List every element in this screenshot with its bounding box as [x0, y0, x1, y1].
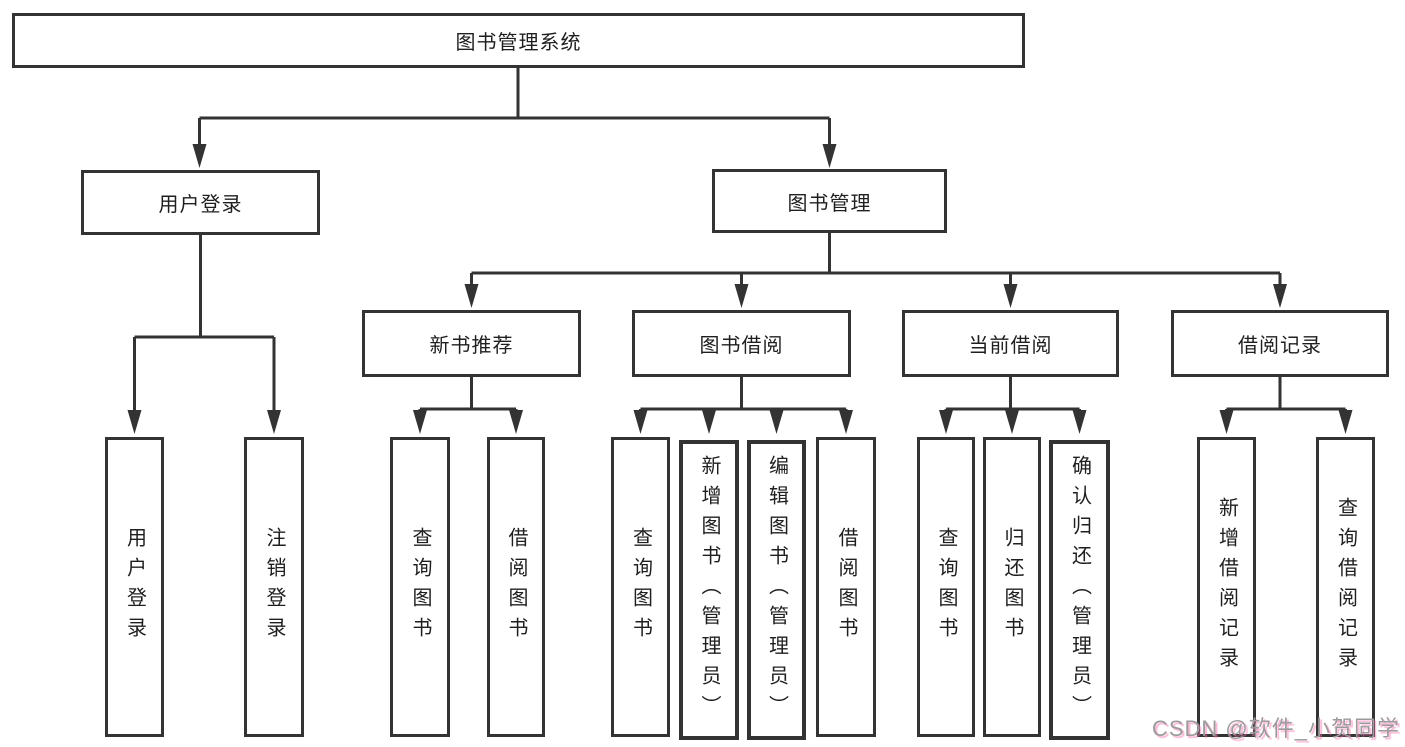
- leaf-confirm-return-admin: 确认归还（管理员）: [1049, 440, 1110, 740]
- leaf-return-books: 归还图书: [983, 437, 1041, 737]
- leaf-logout: 注销登录: [244, 437, 304, 737]
- node-borrowing-records: 借阅记录: [1171, 310, 1389, 377]
- node-book-management: 图书管理: [712, 169, 947, 233]
- node-new-book-recommend: 新书推荐: [362, 310, 581, 377]
- node-user-login: 用户登录: [81, 170, 320, 235]
- leaf-borrow-books-1: 借阅图书: [487, 437, 545, 737]
- node-current-borrowing: 当前借阅: [902, 310, 1119, 377]
- node-library-system: 图书管理系统: [12, 13, 1025, 68]
- leaf-query-borrow-record: 查询借阅记录: [1316, 437, 1375, 737]
- leaf-user-login: 用户登录: [105, 437, 164, 737]
- leaf-query-books-2: 查询图书: [611, 437, 670, 737]
- leaf-add-books-admin: 新增图书（管理员）: [679, 440, 739, 740]
- node-book-borrowing: 图书借阅: [632, 310, 851, 377]
- leaf-query-books-1: 查询图书: [390, 437, 450, 737]
- leaf-add-borrow-record: 新增借阅记录: [1197, 437, 1256, 737]
- leaf-query-books-3: 查询图书: [917, 437, 975, 737]
- csdn-watermark: CSDN @软件_小贺同学: [1151, 716, 1400, 741]
- leaf-borrow-books-2: 借阅图书: [816, 437, 876, 737]
- leaf-edit-books-admin: 编辑图书（管理员）: [747, 440, 806, 740]
